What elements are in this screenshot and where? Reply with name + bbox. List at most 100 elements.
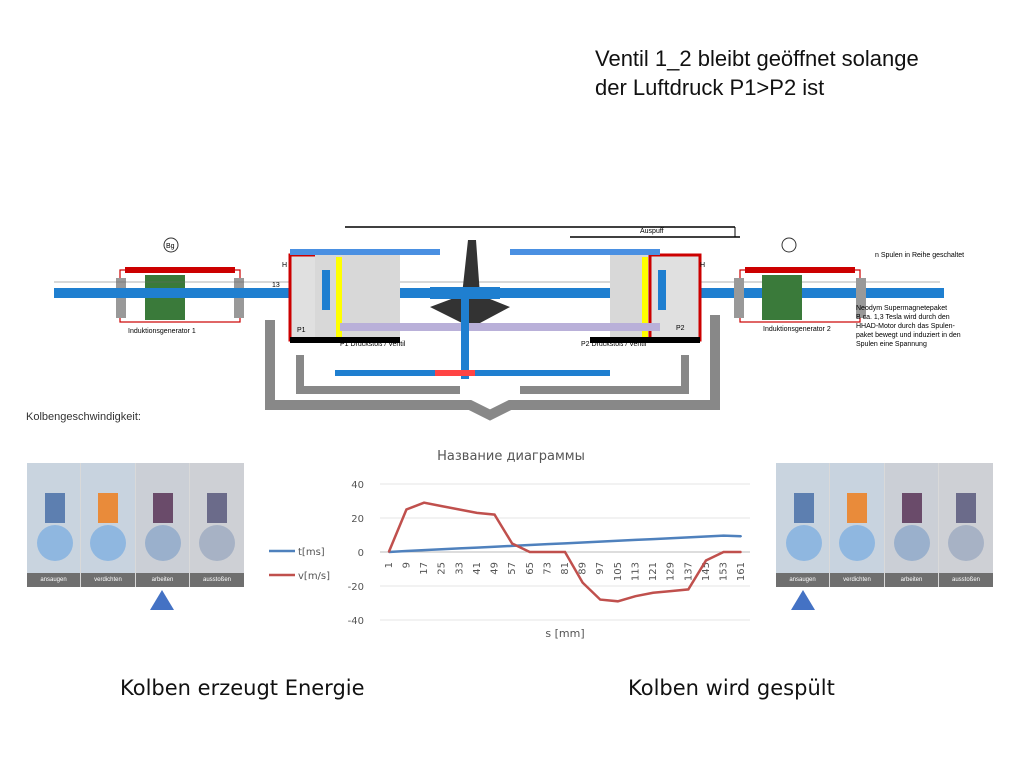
data-point (599, 598, 602, 601)
x-tick-label: 41 (472, 562, 483, 575)
data-point (652, 538, 654, 540)
data-point (581, 541, 584, 544)
y-tick-label: 20 (351, 514, 364, 525)
data-point (669, 537, 672, 540)
caption-left: Kolben erzeugt Energie (120, 676, 365, 700)
svg-text:13: 13 (272, 282, 280, 289)
data-point (617, 600, 619, 603)
data-point (528, 551, 531, 553)
data-point (617, 539, 619, 542)
x-tick-label: 65 (525, 562, 536, 575)
svg-text:HHAD-Motor durch das Spulen-: HHAD-Motor durch das Spulen- (856, 323, 955, 330)
x-tick-label: 17 (419, 562, 430, 575)
exhaust-label: Auspuff (640, 228, 664, 235)
svg-text:B ca. 1,3 Tesla wird durch den: B ca. 1,3 Tesla wird durch den (856, 314, 950, 321)
stroke-indicator-right (791, 590, 815, 610)
x-tick-label: 81 (560, 562, 571, 575)
x-tick-label: 145 (701, 562, 712, 581)
engine-illustrations-right (786, 493, 984, 561)
strip-label-exhaust-r: ausstoßen (939, 573, 993, 587)
svg-text:Bg: Bg (166, 243, 175, 250)
y-tick-label: -20 (348, 582, 364, 593)
stroke-strip-left: ansaugen verdichten arbeiten ausstoßen (27, 463, 244, 587)
x-tick-label: 89 (578, 562, 589, 575)
data-point (564, 551, 566, 553)
generator-2-label: Induktionsgenerator 2 (763, 326, 831, 333)
engine-illustrations-left (37, 493, 235, 561)
chart-title: Название диаграммы (437, 449, 585, 464)
x-tick-label: 25 (437, 562, 448, 575)
strip-label-compression: verdichten (81, 573, 135, 587)
data-point (476, 512, 478, 514)
data-point (599, 540, 602, 543)
x-tick-label: 121 (648, 562, 659, 581)
x-tick-label: 153 (719, 562, 730, 581)
data-point (634, 595, 637, 597)
x-tick-label: 1 (384, 562, 395, 568)
svg-text:P2 Druckstoß / Ventil: P2 Druckstoß / Ventil (581, 341, 647, 348)
stroke-indicator-left (150, 590, 174, 610)
data-point (458, 508, 461, 511)
data-point (528, 544, 531, 546)
y-tick-label: 40 (351, 480, 364, 491)
x-tick-label: 57 (507, 562, 518, 575)
strip-label-power-r: arbeiten (885, 573, 938, 587)
legend-label: t[ms] (298, 547, 325, 558)
data-point (493, 545, 496, 548)
data-point (722, 534, 725, 537)
x-axis-label: s [mm] (545, 627, 584, 640)
data-point (687, 588, 690, 591)
y-tick-label: 0 (358, 548, 364, 559)
y-tick-label: -40 (348, 616, 364, 627)
valve-note: Ventil 1_2 bleibt geöffnet solange der L… (595, 46, 919, 100)
data-point (740, 551, 742, 553)
strip-label-power: arbeiten (136, 573, 189, 587)
data-point (388, 551, 390, 553)
strip-label-compression-r: verdichten (830, 573, 884, 587)
x-tick-label: 113 (630, 562, 641, 581)
data-point (652, 592, 654, 594)
data-point (458, 547, 461, 550)
svg-text:H: H (282, 262, 287, 269)
data-point (423, 549, 425, 551)
strip-label-exhaust: ausstoßen (190, 573, 244, 587)
strip-label-intake-r: ansaugen (776, 573, 829, 587)
data-point (581, 581, 584, 584)
data-point (722, 551, 725, 553)
svg-text:P2: P2 (676, 325, 685, 332)
svg-text:Spulen eine Spannung: Spulen eine Spannung (856, 341, 927, 348)
x-tick-label: 33 (454, 562, 465, 575)
x-tick-label: 9 (401, 562, 412, 568)
data-point (511, 542, 513, 545)
data-point (476, 546, 478, 549)
coils-label: n Spulen in Reihe geschaltet (875, 252, 964, 259)
svg-text:paket bewegt und induziert in: paket bewegt und induziert in den (856, 332, 961, 339)
data-point (546, 551, 549, 553)
data-point (740, 535, 742, 537)
data-point (634, 539, 637, 541)
data-point (493, 513, 496, 516)
x-tick-label: 49 (490, 562, 501, 575)
magnet-note-1: Neodym Supermagnetepaket (856, 305, 947, 312)
engine-diagram: Auspuff Bg Induktionsgenerator 1 13 Indu… (54, 226, 964, 421)
x-tick-label: 73 (542, 562, 553, 575)
x-tick-label: 161 (736, 562, 747, 581)
x-tick-label: 129 (666, 562, 677, 581)
speed-label: Kolbengeschwindigkeit: (26, 411, 141, 423)
data-point (705, 535, 707, 538)
data-point (423, 501, 425, 504)
data-point (705, 559, 707, 562)
stroke-strip-right: ansaugen verdichten arbeiten ausstoßen (776, 463, 993, 587)
legend-label: v[m/s] (298, 571, 330, 582)
data-point (440, 505, 443, 507)
svg-text:H: H (700, 262, 705, 269)
svg-text:P1: P1 (297, 327, 306, 334)
generator-1-label: Induktionsgenerator 1 (128, 328, 196, 335)
x-tick-label: 97 (595, 562, 606, 575)
data-point (405, 550, 408, 552)
x-tick-label: 105 (613, 562, 624, 581)
data-point (440, 548, 443, 551)
data-point (687, 536, 690, 539)
data-point (546, 543, 549, 545)
